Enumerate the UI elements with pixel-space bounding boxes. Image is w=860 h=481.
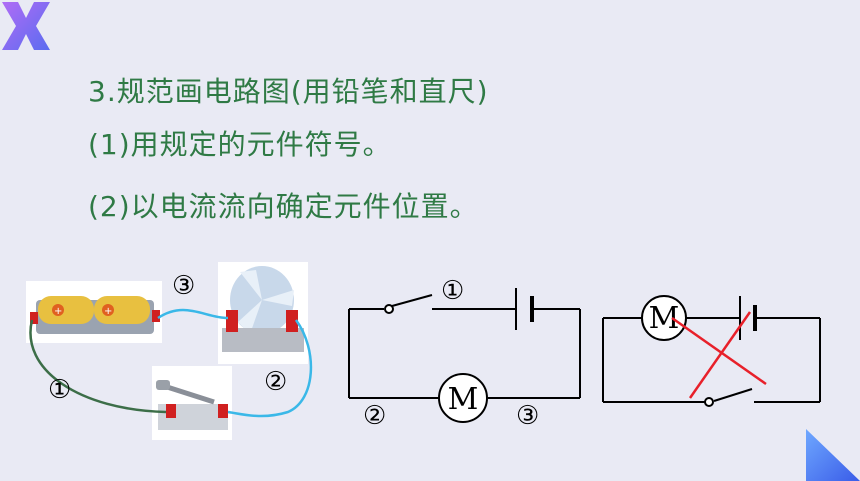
svg-text:+: + <box>54 306 62 317</box>
rule-item-1: (1)用规定的元件符号。 <box>88 128 392 161</box>
wire-green <box>29 319 167 414</box>
wire-blue-top <box>157 308 229 320</box>
rule-item-2: (2)以电流流向确定元件位置。 <box>88 190 479 223</box>
switch-blade-b <box>713 388 753 402</box>
wire-label-3: ③ <box>172 271 195 301</box>
fan-motor-image <box>218 262 308 364</box>
battery-holder-image: + + <box>26 281 162 343</box>
physical-circuit: + + ③ ① ② <box>26 262 313 440</box>
switch-blade <box>391 294 433 307</box>
wire-label-2-diagram: ② <box>363 401 386 431</box>
wire-label-1: ① <box>48 375 71 405</box>
svg-text:+: + <box>104 306 112 317</box>
wrong-cross-mark <box>671 311 767 399</box>
circuit-diagram-correct <box>348 288 581 423</box>
motor-symbol-circle <box>438 373 488 423</box>
circuit-diagram-incorrect <box>602 295 821 407</box>
corner-decoration-icon <box>806 429 860 481</box>
motor-symbol-label: M <box>448 382 479 417</box>
wire-blue-right <box>227 319 313 418</box>
logo-icon <box>2 2 50 50</box>
wire-label-3-diagram: ③ <box>516 401 539 431</box>
switch-label-1: ① <box>441 276 464 306</box>
wire-label-2: ② <box>264 367 287 397</box>
section-title: 3.规范画电路图(用铅笔和直尺) <box>88 75 489 108</box>
knife-switch-image <box>152 366 232 440</box>
